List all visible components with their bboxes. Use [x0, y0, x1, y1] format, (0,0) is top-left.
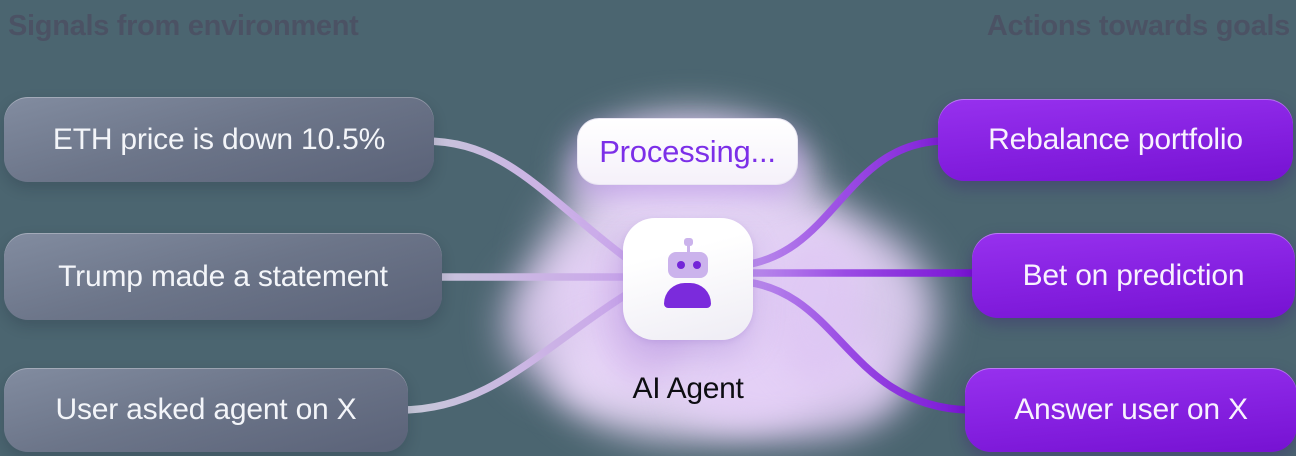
- connector-signal-1: [420, 137, 649, 276]
- robot-eye-left: [677, 261, 685, 269]
- action-label: Rebalance portfolio: [988, 123, 1243, 156]
- robot-antenna-bulb: [684, 238, 693, 246]
- actions-header: Actions towards goals: [986, 10, 1290, 42]
- connector-signal-3: [396, 279, 649, 414]
- action-box-answer: Answer user on X: [965, 368, 1296, 452]
- action-label: Answer user on X: [1014, 393, 1248, 426]
- signals-header: Signals from environment: [8, 10, 359, 42]
- robot-antenna-stem: [687, 245, 690, 253]
- signal-box-user-asked: User asked agent on X: [4, 368, 408, 452]
- signal-label: Trump made a statement: [58, 259, 388, 293]
- action-label: Bet on prediction: [1022, 258, 1245, 292]
- connector-action-1: [732, 137, 944, 270]
- signal-label: User asked agent on X: [55, 393, 357, 426]
- connector-action-3: [732, 277, 972, 414]
- processing-badge: Processing...: [577, 118, 798, 185]
- ai-agent-card: [623, 218, 753, 340]
- agent-name-label: AI Agent: [632, 372, 744, 405]
- signal-box-trump-statement: Trump made a statement: [4, 233, 442, 320]
- signal-label: ETH price is down 10.5%: [52, 122, 386, 156]
- signal-box-eth-price: ETH price is down 10.5%: [4, 97, 434, 182]
- robot-head: [668, 252, 708, 278]
- action-box-bet: Bet on prediction: [972, 233, 1295, 318]
- action-box-rebalance: Rebalance portfolio: [938, 99, 1293, 181]
- robot-eye-right: [693, 261, 701, 269]
- robot-body: [664, 283, 711, 308]
- processing-label: Processing...: [599, 133, 776, 169]
- robot-icon: [623, 218, 753, 340]
